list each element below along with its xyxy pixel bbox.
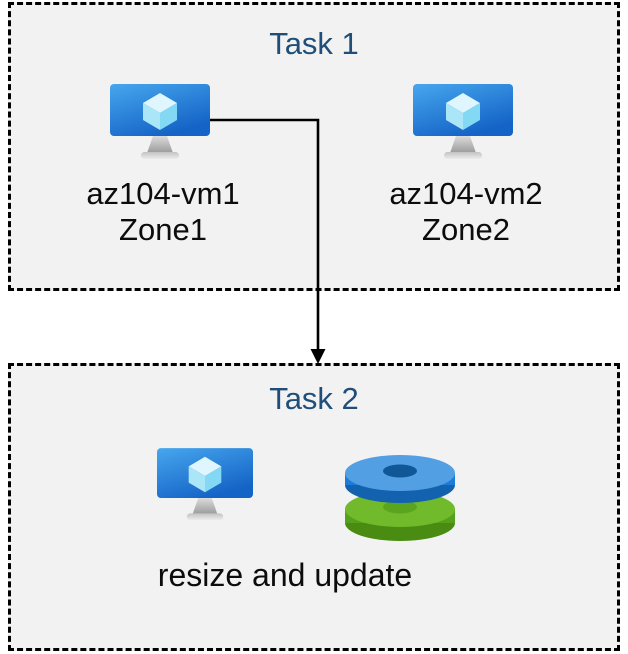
disks-icon (345, 455, 455, 541)
task2-caption: resize and update (157, 557, 413, 593)
virtual-machine-icon (413, 84, 513, 159)
vm1-zone: Zone1 (119, 212, 207, 247)
task1-group: Task 1 az104-vm1 Zone1 az104-vm2 Zone2 (8, 2, 620, 291)
virtual-machine-icon (157, 448, 253, 521)
task2-group: Task 2 resize and update (8, 363, 620, 651)
virtual-machine-icon (110, 84, 210, 159)
vm2-name: az104-vm2 (389, 176, 543, 211)
vm1-label: az104-vm1 Zone1 (13, 176, 313, 248)
vm2-zone: Zone2 (422, 212, 510, 247)
task1-title: Task 1 (269, 26, 359, 61)
vm1-name: az104-vm1 (86, 176, 240, 211)
task2-title: Task 2 (269, 381, 359, 416)
vm2-label: az104-vm2 Zone2 (316, 176, 616, 248)
